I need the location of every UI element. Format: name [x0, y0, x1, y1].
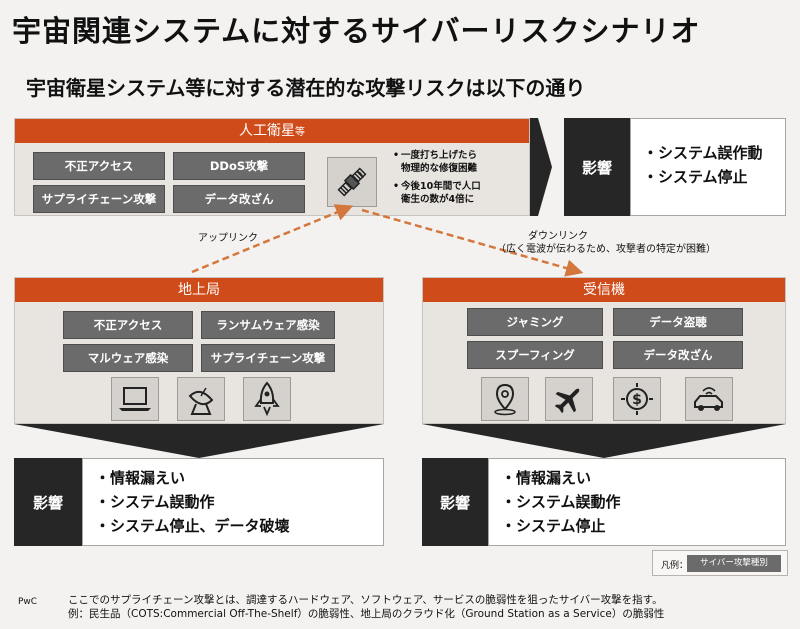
threat-box: サプライチェーン攻撃 — [201, 344, 335, 372]
threat-box: スプーフィング — [467, 341, 603, 369]
receiver-impact-arrow — [422, 424, 786, 458]
satellite-heading: 人工衛星等 — [15, 119, 529, 143]
satellite-notes: 一度打ち上げたら 物理的な修復困難 今後10年間で人口 衛生の数が4倍に — [393, 149, 523, 211]
threat-box: 不正アクセス — [63, 311, 193, 339]
threat-box: 不正アクセス — [33, 152, 165, 180]
threat-box: ランサムウェア感染 — [201, 311, 335, 339]
threat-box: データ盗聴 — [613, 308, 743, 336]
rocket-icon — [243, 377, 291, 421]
ground-station-panel: 地上局 不正アクセス ランサムウェア感染 マルウェア感染 サプライチェーン攻撃 — [14, 277, 384, 424]
satellite-impact-list: ・システム誤作動 ・システム停止 — [630, 118, 786, 216]
page-subtitle: 宇宙衛星システム等に対する潜在的な攻撃リスクは以下の通り — [26, 76, 586, 100]
threat-box: サプライチェーン攻撃 — [33, 185, 165, 213]
location-pin-icon — [481, 377, 529, 421]
note-line: 衛生の数が4倍に — [401, 194, 475, 205]
airplane-icon — [545, 377, 593, 421]
impact-label: 影響 — [422, 458, 488, 546]
legend-label: 凡例： — [661, 561, 689, 571]
impact-item: ・システム誤動作 — [501, 493, 621, 511]
satellite-heading-label: 人工衛星 — [239, 123, 295, 139]
threat-box: ジャミング — [467, 308, 603, 336]
impact-item: ・情報漏えい — [501, 469, 592, 487]
legend-swatch: サイバー攻撃種別 — [687, 555, 781, 572]
legend: 凡例： サイバー攻撃種別 — [652, 550, 788, 576]
uplink-label: アップリンク — [198, 233, 258, 244]
page-title: 宇宙関連システムに対するサイバーリスクシナリオ — [12, 14, 701, 48]
svg-text:$: $ — [632, 392, 642, 408]
impact-item: ・システム停止 — [643, 168, 748, 186]
impact-item: ・情報漏えい — [95, 469, 186, 487]
footnote-line: ここでのサプライチェーン攻撃とは、調達するハードウェア、ソフトウェア、サービスの… — [68, 594, 663, 606]
note-line: 物理的な修復困難 — [401, 163, 478, 174]
laptop-icon — [111, 377, 159, 421]
satellite-dish-icon — [177, 377, 225, 421]
satellite-icon — [327, 157, 377, 207]
ground-impact-list: ・情報漏えい ・システム誤動作 ・システム停止、データ破壊 — [82, 458, 384, 546]
car-icon — [685, 377, 733, 421]
impact-arrow — [530, 118, 552, 216]
ground-station-heading: 地上局 — [15, 278, 383, 302]
source-logo: PwC — [18, 597, 38, 607]
ground-impact-arrow — [14, 424, 384, 458]
note-line: 今後10年間で人口 — [401, 181, 481, 192]
threat-box: DDoS攻撃 — [173, 152, 305, 180]
footnote: ここでのサプライチェーン攻撃とは、調達するハードウェア、ソフトウェア、サービスの… — [68, 593, 664, 621]
dollar-icon: $ — [613, 377, 661, 421]
satellite-panel: 人工衛星等 不正アクセス DDoS攻撃 サプライチェーン攻撃 データ改ざん 一度… — [14, 118, 530, 216]
impact-item: ・システム停止、データ破壊 — [95, 517, 290, 535]
impact-item: ・システム誤動作 — [95, 493, 215, 511]
threat-box: データ改ざん — [613, 341, 743, 369]
note-line: 一度打ち上げたら — [401, 150, 478, 161]
downlink-title: ダウンリンク — [528, 231, 588, 242]
threat-box: マルウェア感染 — [63, 344, 193, 372]
impact-item: ・システム停止 — [501, 517, 606, 535]
receiver-heading: 受信機 — [423, 278, 785, 302]
downlink-note: （広く電波が伝わるため、攻撃者の特定が困難） — [496, 244, 716, 255]
impact-label: 影響 — [564, 118, 630, 216]
threat-box: データ改ざん — [173, 185, 305, 213]
footnote-line: 例：民生品（COTS:Commercial Off-The-Shelf）の脆弱性… — [68, 608, 665, 620]
downlink-label: ダウンリンク （広く電波が伝わるため、攻撃者の特定が困難） — [496, 230, 716, 256]
impact-item: ・システム誤作動 — [643, 144, 763, 162]
receiver-panel: 受信機 ジャミング データ盗聴 スプーフィング データ改ざん $ — [422, 277, 786, 424]
satellite-heading-suffix: 等 — [295, 127, 305, 138]
satellite-note: 一度打ち上げたら 物理的な修復困難 — [393, 149, 523, 175]
impact-label: 影響 — [14, 458, 82, 546]
receiver-impact-list: ・情報漏えい ・システム誤動作 ・システム停止 — [488, 458, 786, 546]
satellite-note: 今後10年間で人口 衛生の数が4倍に — [393, 180, 523, 206]
